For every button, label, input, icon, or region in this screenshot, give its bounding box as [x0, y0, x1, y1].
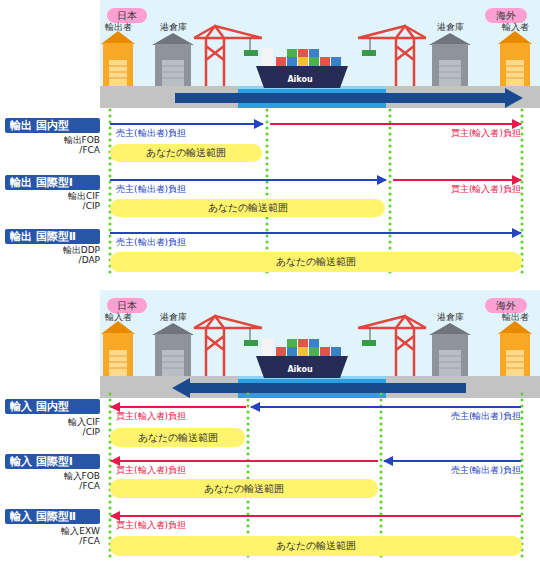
term-tag: 輸出 国際型Ⅰ: [5, 175, 100, 190]
node-text: 輸入 国際型Ⅱ: [10, 509, 76, 524]
boundary-line: [389, 110, 392, 275]
buyer-range-arrow: [111, 406, 246, 408]
building-label: 輸入者: [502, 22, 529, 33]
node-text: 日本: [117, 9, 137, 23]
incoterm-label: 輸入FOB /FCA: [54, 471, 100, 491]
cost-label: 買主(輸入者)負担: [451, 128, 521, 139]
term-tag: 輸入 国内型: [5, 399, 100, 414]
scope-band: あなたの輸送範囲: [110, 536, 522, 556]
building-label: 港倉庫: [437, 312, 464, 323]
buyer-range-arrow: [393, 179, 521, 181]
node-text: あなたの輸送範囲: [276, 539, 356, 553]
node-text: 輸出 国内型: [10, 118, 69, 133]
flow-arrow-head: [172, 378, 190, 398]
node-text: 海外: [496, 299, 516, 313]
region-tag: 日本: [107, 298, 147, 313]
node-text: 輸出 国際型Ⅰ: [10, 175, 73, 190]
term-tag: 輸入 国際型Ⅰ: [5, 454, 100, 469]
ship-name: Aikou: [287, 74, 312, 85]
import-port-scene: [100, 290, 540, 398]
cost-label: 買主(輸入者)負担: [451, 184, 521, 195]
node-text: あなたの輸送範囲: [146, 146, 226, 160]
node-text: あなたの輸送範囲: [276, 255, 356, 269]
seller-range-arrow: [251, 406, 521, 408]
buyer-range-arrow: [111, 460, 378, 462]
flow-arrow-body: [188, 383, 466, 393]
scope-band: あなたの輸送範囲: [110, 144, 262, 162]
incoterm-label: 輸入EXW /FCA: [54, 526, 100, 546]
building-label: 輸出者: [105, 22, 132, 33]
building-label: 港倉庫: [437, 22, 464, 33]
incoterm-label: 輸出FOB /FCA: [54, 135, 100, 155]
seller-range-arrow: [110, 179, 386, 181]
buyer-range-arrow: [270, 123, 521, 125]
region-tag: 日本: [107, 8, 147, 23]
scope-band: あなたの輸送範囲: [110, 199, 385, 217]
node-text: あなたの輸送範囲: [138, 431, 218, 445]
scope-band: あなたの輸送範囲: [110, 252, 522, 272]
cost-label: 売主(輸出者)負担: [116, 128, 186, 139]
export-port-scene: [100, 0, 540, 108]
cost-label: 買主(輸入者)負担: [116, 465, 186, 476]
building-label: 港倉庫: [160, 312, 187, 323]
cost-label: 売主(輸出者)負担: [116, 184, 186, 195]
boundary-dots: [110, 110, 522, 558]
cost-label: 売主(輸出者)負担: [451, 465, 521, 476]
incoterm-label: 輸出CIF /CIP: [54, 191, 100, 211]
cost-label: 売主(輸出者)負担: [451, 411, 521, 422]
node-text: あなたの輸送範囲: [204, 482, 284, 496]
building-label: 輸入者: [105, 312, 132, 323]
scope-band: あなたの輸送範囲: [110, 428, 245, 447]
node-text: 輸出 国際型Ⅱ: [10, 229, 76, 244]
region-tag: 海外: [485, 298, 527, 313]
buyer-range-arrow: [111, 515, 521, 517]
ship-name: Aikou: [287, 364, 312, 375]
boundary-line: [109, 110, 112, 275]
cost-label: 買主(輸入者)負担: [116, 520, 186, 531]
cost-label: 売主(輸出者)負担: [116, 237, 186, 248]
boundary-line: [266, 110, 269, 275]
node-text: あなたの輸送範囲: [208, 201, 288, 215]
building-label: 港倉庫: [160, 22, 187, 33]
node-text: 輸入 国内型: [10, 399, 69, 414]
seller-range-arrow: [110, 123, 263, 125]
region-tag: 海外: [485, 8, 527, 23]
seller-range-arrow: [110, 232, 521, 234]
cost-label: 買主(輸入者)負担: [116, 411, 186, 422]
boundary-line: [109, 394, 112, 558]
node-text: 海外: [496, 9, 516, 23]
node-text: 輸入 国際型Ⅰ: [10, 454, 73, 469]
seller-range-arrow: [384, 460, 521, 462]
term-tag: 輸出 国内型: [5, 118, 100, 133]
flow-arrow-head: [505, 88, 523, 108]
boundary-line: [247, 394, 250, 558]
term-tag: 輸入 国際型Ⅱ: [5, 509, 100, 524]
building-label: 輸出者: [502, 312, 529, 323]
incoterm-label: 輸入CIF /CIP: [54, 417, 100, 437]
scope-band: あなたの輸送範囲: [110, 479, 378, 498]
flow-arrow-body: [175, 93, 507, 103]
term-tag: 輸出 国際型Ⅱ: [5, 229, 100, 244]
node-text: 日本: [117, 299, 137, 313]
incoterm-label: 輸出DDP /DAP: [54, 245, 100, 265]
boundary-line: [380, 394, 383, 558]
